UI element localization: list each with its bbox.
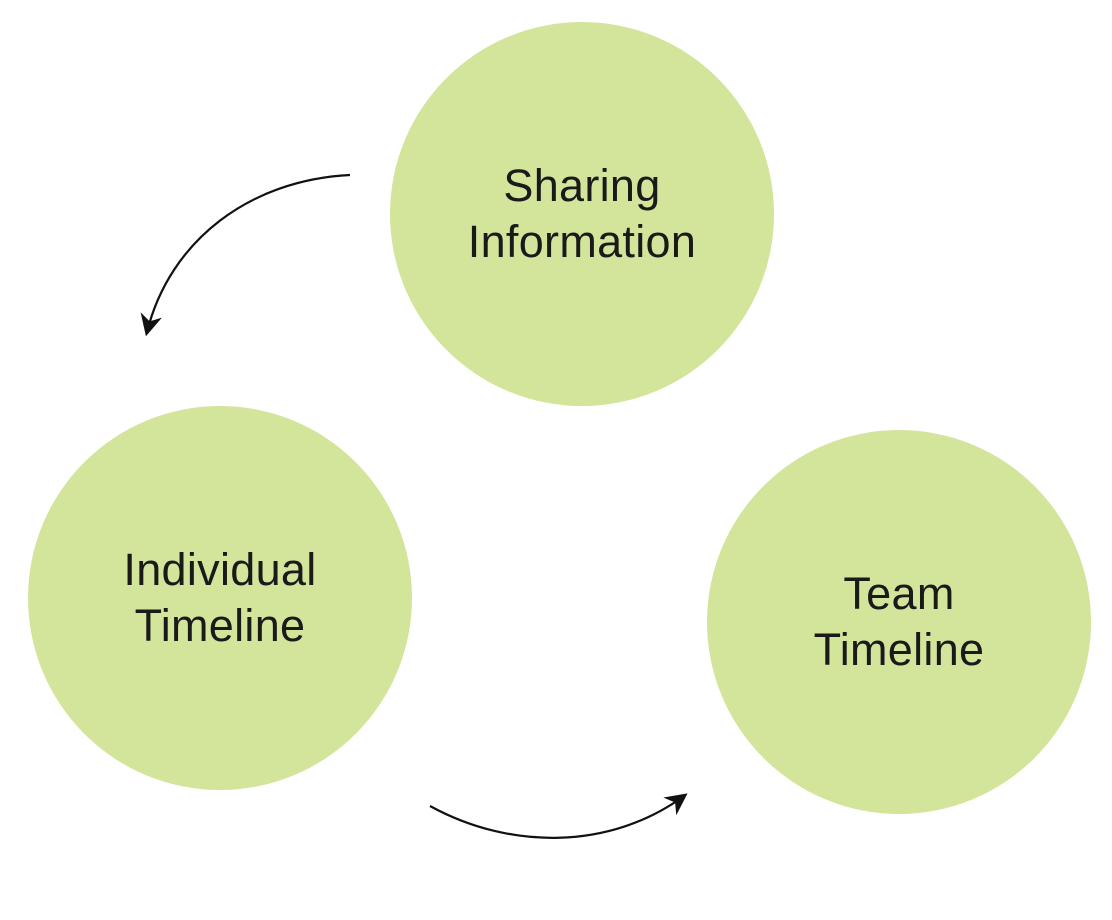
node-individual-timeline: Individual Timeline xyxy=(28,406,412,790)
node-label-individual-timeline: Individual Timeline xyxy=(123,544,317,651)
arrow-sharing-to-individual xyxy=(140,173,351,337)
node-sharing-information: Sharing Information xyxy=(390,22,774,406)
node-team-timeline: Team Timeline xyxy=(707,430,1091,814)
arrow-individual-to-team xyxy=(429,793,688,839)
node-label-team-timeline: Team Timeline xyxy=(813,568,985,675)
node-label-sharing-information: Sharing Information xyxy=(467,160,697,267)
